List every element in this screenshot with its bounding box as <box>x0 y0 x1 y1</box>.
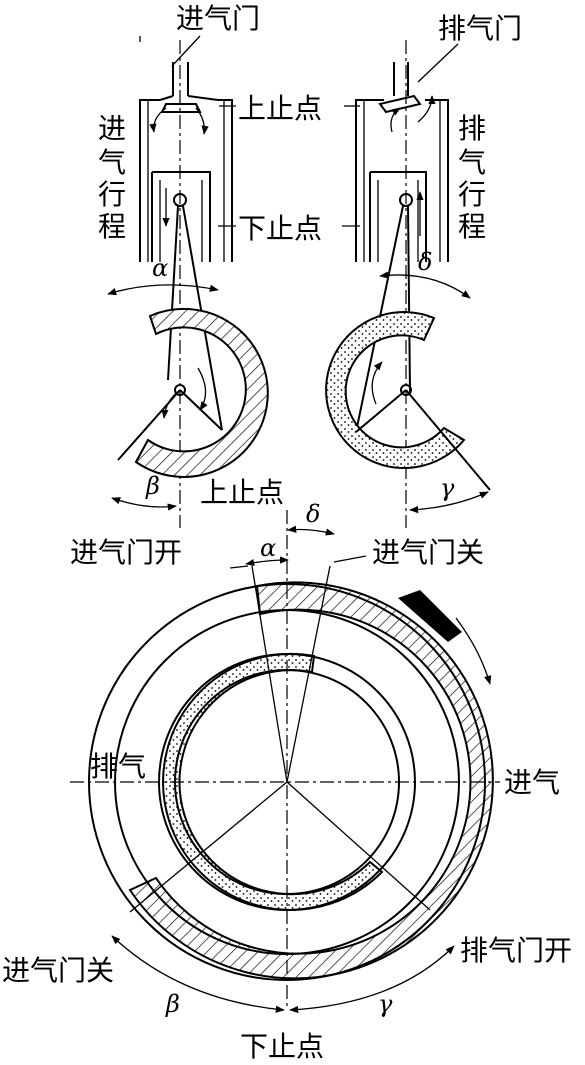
exhaust-valve-label: 排气门 <box>438 12 522 45</box>
valve-timing-circle <box>70 510 500 1014</box>
intake-piston <box>151 171 211 262</box>
alpha-label-circle: α <box>260 534 276 562</box>
tdc-center-label: 上止点 <box>200 476 284 509</box>
svg-text:程: 程 <box>98 210 126 243</box>
svg-text:排: 排 <box>458 112 486 145</box>
exhaust-valve-stem <box>393 62 409 96</box>
exhaust-duration-band <box>162 652 384 911</box>
exhaust-piston <box>369 171 427 262</box>
intake-valve-label: 进气门 <box>176 2 260 35</box>
exhaust-stroke-schematic <box>325 40 491 528</box>
rotation-arrow-icon <box>398 590 462 642</box>
intake-stroke-schematic <box>107 35 269 528</box>
svg-text:行: 行 <box>458 178 486 211</box>
exhaust-stroke-label: 排 气 行 程 <box>458 112 486 243</box>
alpha-label-top: α <box>152 254 168 282</box>
exhaust-open-label: 排气门开 <box>460 934 572 967</box>
bdc-label: 下止点 <box>238 212 322 245</box>
gamma-label-mid: γ <box>440 474 455 502</box>
delta-label-top: δ <box>418 248 432 276</box>
svg-text:进: 进 <box>98 112 126 145</box>
svg-text:气: 气 <box>458 146 486 179</box>
gamma-label-bottom: γ <box>378 990 393 1018</box>
intake-valve-stem <box>172 62 189 96</box>
intake-duration-band <box>128 581 494 980</box>
delta-label-circle: δ <box>306 500 320 528</box>
intake-side-label: 进气 <box>504 766 560 799</box>
exhaust-crank-ring <box>325 311 491 491</box>
svg-text:行: 行 <box>98 178 126 211</box>
tdc-label: 上止点 <box>238 92 322 125</box>
intake-stroke-label: 进 气 行 程 <box>98 112 126 243</box>
bdc-bottom-label: 下止点 <box>240 1030 324 1063</box>
beta-label-mid: β <box>145 472 160 500</box>
intake-close-bottom-label: 进气门关 <box>2 954 114 987</box>
svg-text:气: 气 <box>98 146 126 179</box>
intake-open-label: 进气门开 <box>70 536 182 569</box>
intake-close-top-label: 进气门关 <box>372 536 484 569</box>
intake-crank-ring <box>117 307 269 478</box>
beta-label-bottom: β <box>165 990 180 1018</box>
exhaust-side-label: 排气 <box>90 750 146 783</box>
intake-cylinder <box>139 99 233 262</box>
svg-text:程: 程 <box>458 210 486 243</box>
